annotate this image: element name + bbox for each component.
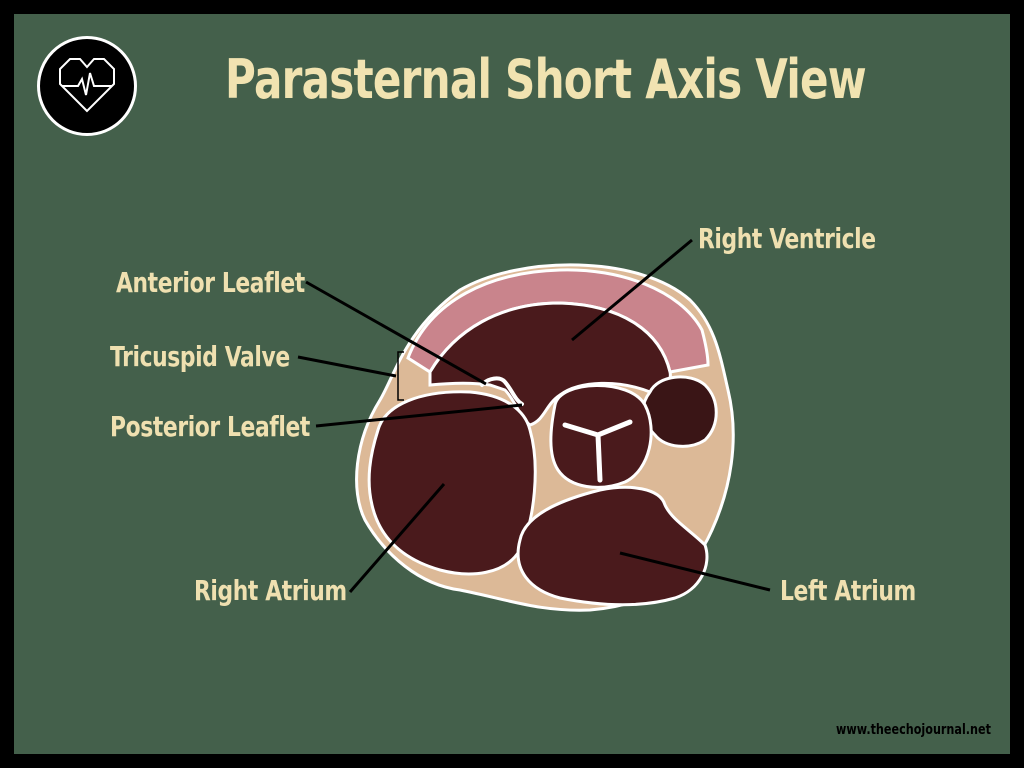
- label-right-atrium: Right Atrium: [194, 574, 347, 607]
- label-anterior-leaflet: Anterior Leaflet: [116, 266, 305, 299]
- footer-url: www.theechojournal.net: [836, 722, 991, 738]
- leader-right-atrium: [348, 483, 446, 593]
- leader-right-ventricle: [571, 238, 693, 342]
- label-right-ventricle: Right Ventricle: [698, 222, 876, 255]
- heart-ecg-icon: [59, 58, 115, 113]
- valve-cusps: [562, 419, 633, 483]
- left-atrium-chamber: [516, 485, 709, 607]
- logo: [37, 36, 137, 136]
- leader-tricuspid-valve: [297, 355, 397, 378]
- label-posterior-leaflet: Posterior Leaflet: [110, 410, 310, 443]
- tricuspid-leaflets: [480, 376, 524, 406]
- leader-posterior-leaflet: [315, 403, 523, 428]
- leader-anterior-leaflet: [305, 280, 487, 386]
- label-tricuspid-valve: Tricuspid Valve: [110, 340, 290, 373]
- tricuspid-bracket: [397, 351, 404, 401]
- leader-left-atrium: [619, 551, 771, 592]
- outflow-chamber: [641, 375, 718, 448]
- label-left-atrium: Left Atrium: [780, 574, 916, 607]
- right-ventricle-chamber: [428, 301, 672, 427]
